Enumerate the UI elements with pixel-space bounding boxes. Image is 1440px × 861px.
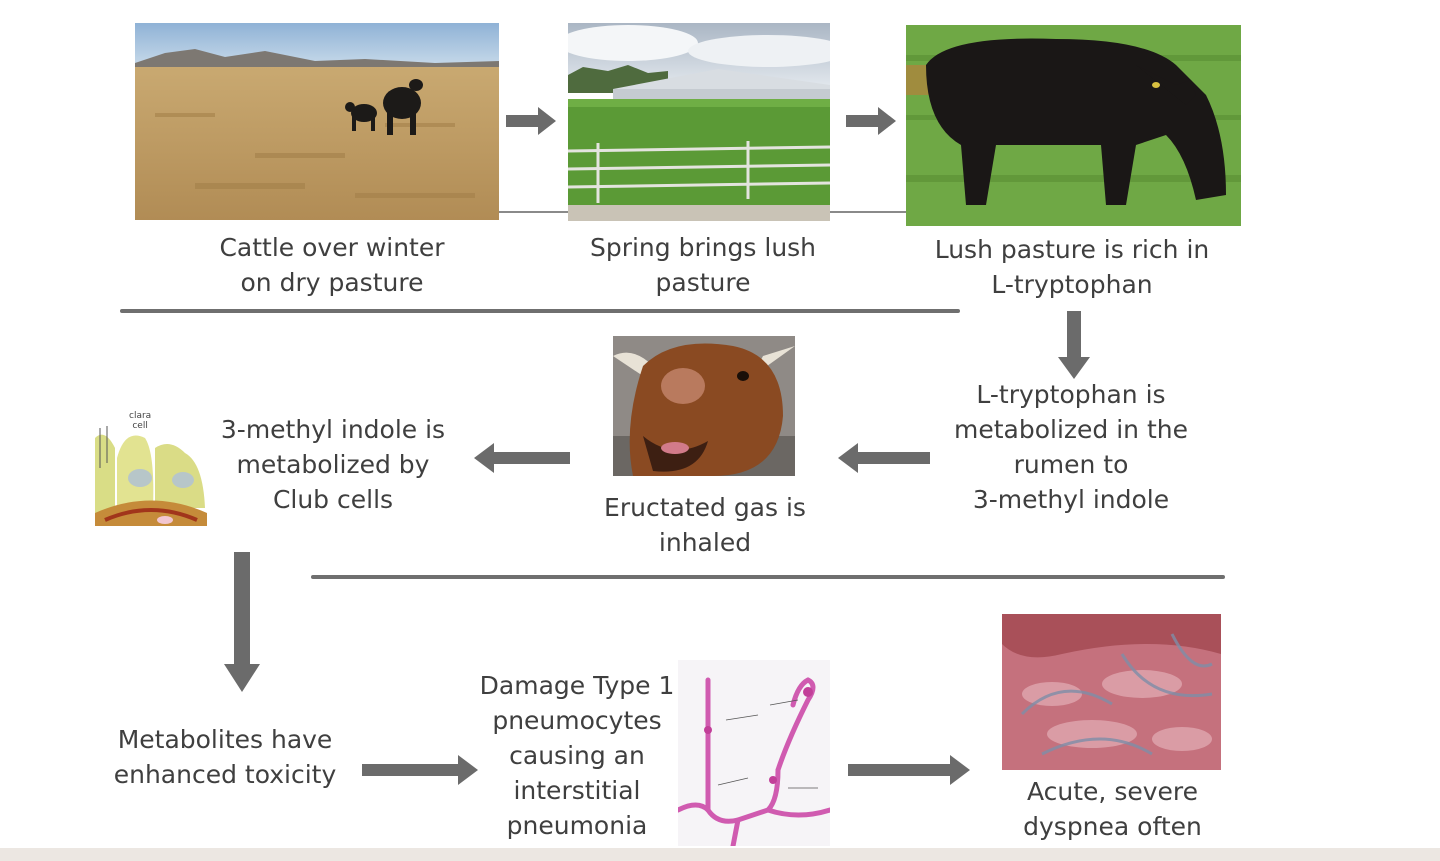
arrow-right-4 <box>848 755 970 785</box>
row1-connector-right <box>830 211 906 213</box>
arrow-down-1 <box>1058 311 1090 379</box>
caption-rumen: L-tryptophan is metabolized in the rumen… <box>954 380 1188 514</box>
clara-cell-label: clara cell <box>129 411 152 431</box>
arrow-right-2 <box>846 106 896 136</box>
arrow-right-1 <box>506 106 556 136</box>
pneumocyte-micrograph <box>678 660 830 846</box>
divider-bottom <box>311 575 1225 579</box>
caption-acute: Acute, severe dyspnea often <box>1023 777 1202 841</box>
lung-tissue-image <box>1002 614 1221 770</box>
club-cell-illustration: clara cell <box>95 408 207 526</box>
bottom-strip <box>0 848 1440 861</box>
caption-lush: Lush pasture is rich in L-tryptophan <box>934 235 1210 299</box>
spring-pasture-image <box>568 23 830 221</box>
arrow-right-3 <box>362 755 478 785</box>
caption-spring: Spring brings lush pasture <box>589 233 817 297</box>
cow-head-image <box>613 336 795 476</box>
caption-eructated: Eructated gas is inhaled <box>604 493 806 557</box>
grazing-cow-image <box>906 25 1241 226</box>
caption-dry-pasture: Cattle over winter on dry pasture <box>219 233 445 297</box>
caption-metabolites: Metabolites have enhanced toxicity <box>113 725 337 789</box>
arrow-left-2 <box>474 443 570 473</box>
row1-connector-left <box>499 211 568 213</box>
caption-club-cells: 3-methyl indole is metabolized by Club c… <box>220 415 446 514</box>
caption-damage: Damage Type 1 pneumocytes causing an int… <box>479 671 675 840</box>
arrow-left-1 <box>838 443 930 473</box>
dry-pasture-image <box>135 23 499 220</box>
divider-top <box>120 309 960 313</box>
arrow-down-2 <box>224 552 260 692</box>
